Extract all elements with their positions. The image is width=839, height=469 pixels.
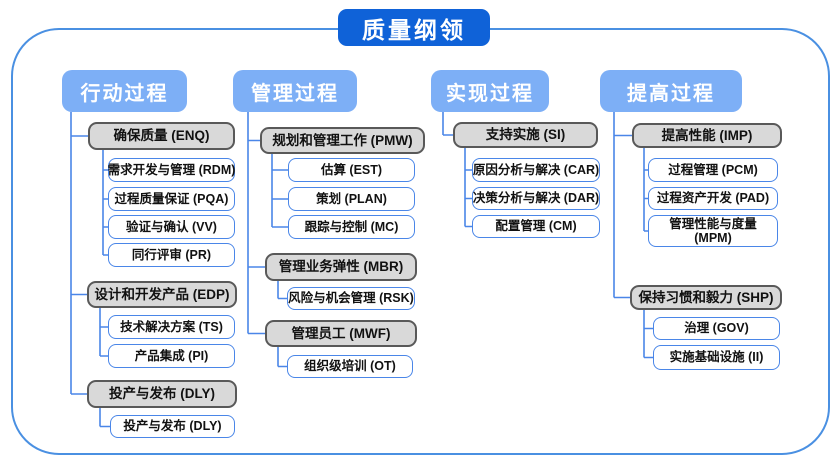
node-rdm: 需求开发与管理 (RDM) bbox=[108, 158, 235, 182]
node-mwf: 管理员工 (MWF) bbox=[265, 320, 417, 347]
column-header-improvement-process: 提高过程 bbox=[600, 70, 742, 112]
column-header-action-process: 行动过程 bbox=[62, 70, 187, 112]
node-mbr: 管理业务弹性 (MBR) bbox=[265, 253, 417, 281]
node-dar: 决策分析与解决 (DAR) bbox=[472, 187, 600, 210]
node-plan: 策划 (PLAN) bbox=[288, 187, 415, 211]
node-cm: 配置管理 (CM) bbox=[472, 215, 600, 238]
node-ts: 技术解决方案 (TS) bbox=[108, 315, 235, 339]
node-shp: 保持习惯和毅力 (SHP) bbox=[630, 285, 782, 310]
node-dly: 投产与发布 (DLY) bbox=[87, 380, 237, 408]
node-pcm: 过程管理 (PCM) bbox=[648, 158, 778, 182]
node-pmw: 规划和管理工作 (PMW) bbox=[260, 127, 425, 154]
node-pi: 产品集成 (PI) bbox=[108, 344, 235, 368]
node-est: 估算 (EST) bbox=[288, 158, 415, 182]
diagram-title: 质量纲领 bbox=[338, 9, 490, 46]
node-pqa: 过程质量保证 (PQA) bbox=[108, 187, 235, 211]
node-ot: 组织级培训 (OT) bbox=[287, 355, 413, 378]
node-dly-child: 投产与发布 (DLY) bbox=[110, 415, 235, 438]
node-gov: 治理 (GOV) bbox=[653, 317, 780, 340]
node-edp: 设计和开发产品 (EDP) bbox=[87, 281, 237, 308]
node-imp: 提高性能 (IMP) bbox=[632, 123, 782, 148]
node-ii: 实施基础设施 (II) bbox=[653, 345, 780, 370]
node-enq: 确保质量 (ENQ) bbox=[88, 122, 235, 150]
node-pr: 同行评审 (PR) bbox=[108, 243, 235, 267]
node-rsk: 风险与机会管理 (RSK) bbox=[287, 287, 415, 310]
node-mpm: 管理性能与度量 (MPM) bbox=[648, 215, 778, 247]
column-header-implementation-process: 实现过程 bbox=[431, 70, 549, 112]
node-si: 支持实施 (SI) bbox=[453, 122, 598, 148]
column-header-management-process: 管理过程 bbox=[233, 70, 357, 112]
node-vv: 验证与确认 (VV) bbox=[108, 215, 235, 239]
node-car: 原因分析与解决 (CAR) bbox=[472, 158, 600, 182]
node-mc: 跟踪与控制 (MC) bbox=[288, 215, 415, 239]
node-pad: 过程资产开发 (PAD) bbox=[648, 187, 778, 210]
